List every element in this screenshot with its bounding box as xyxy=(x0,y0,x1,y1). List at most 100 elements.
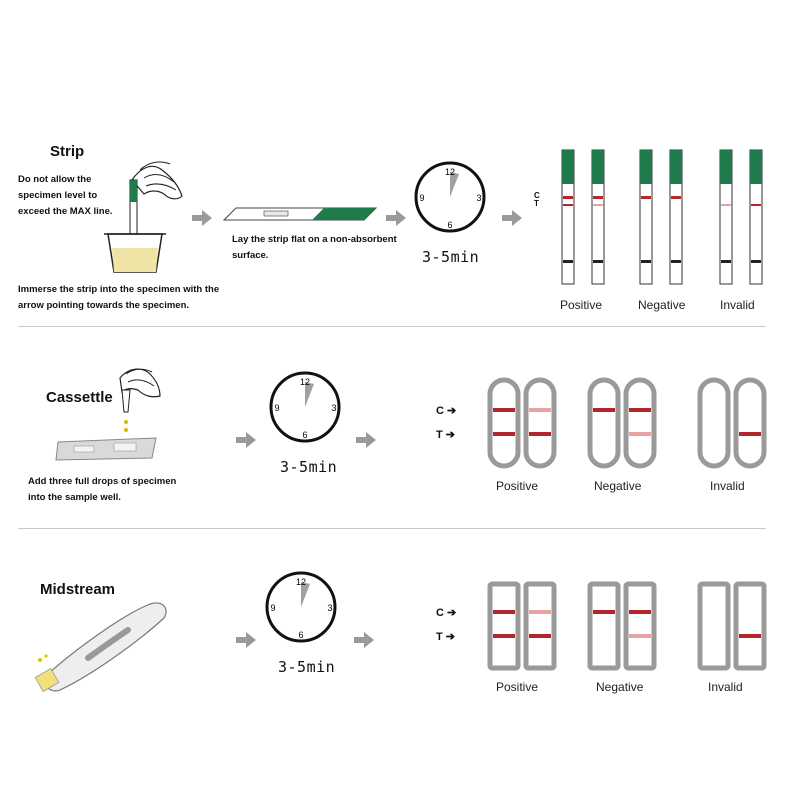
arrow-right-icon xyxy=(236,432,256,448)
midstream-result-invalid: Invalid xyxy=(708,680,743,694)
result-c-line xyxy=(493,408,515,412)
midstream-window xyxy=(623,581,657,671)
strip-time-label: 3-5min xyxy=(422,248,480,266)
strip-c-line xyxy=(641,196,651,199)
strip-t-line xyxy=(751,204,761,206)
section-divider xyxy=(18,326,766,327)
result-c-line xyxy=(593,408,615,412)
result-c-line xyxy=(629,610,651,614)
strip-handle xyxy=(562,150,574,184)
strip-handle xyxy=(720,150,732,184)
arrow-right-icon xyxy=(356,432,376,448)
midstream-t-label: T ➔ xyxy=(436,631,456,643)
result-t-line xyxy=(493,634,515,638)
cassette-window xyxy=(733,377,767,469)
cassette-window xyxy=(697,377,731,469)
cassette-dropper-illustration xyxy=(55,368,161,461)
clock-icon: 12 3 6 9 xyxy=(265,571,337,643)
arrow-right-icon xyxy=(236,632,256,648)
cassette-c-label: C ➔ xyxy=(436,405,457,417)
strip-handle xyxy=(592,150,604,184)
cassette-title: Cassettle xyxy=(46,389,113,406)
strip-max-line xyxy=(641,260,651,263)
cassette-window xyxy=(487,377,521,469)
strip-max-line xyxy=(593,260,603,263)
svg-text:12: 12 xyxy=(296,577,306,587)
strip-c-line xyxy=(593,196,603,199)
strip-t-line xyxy=(593,204,603,206)
strip-results-illustration xyxy=(561,149,763,285)
svg-text:6: 6 xyxy=(298,630,303,640)
clock-icon: 12 3 6 9 xyxy=(269,371,341,443)
svg-text:3: 3 xyxy=(327,603,332,613)
strip-handle xyxy=(750,150,762,184)
midstream-results-illustration xyxy=(487,581,767,671)
midstream-device-illustration xyxy=(34,602,167,692)
svg-text:3: 3 xyxy=(331,403,336,413)
svg-text:3: 3 xyxy=(476,193,481,203)
arrow-right-icon xyxy=(386,210,406,226)
result-t-line xyxy=(629,432,651,436)
arrow-right-icon xyxy=(502,210,522,226)
midstream-c-label: C ➔ xyxy=(436,607,457,619)
strip-c-line xyxy=(563,196,573,199)
strip-handle xyxy=(640,150,652,184)
midstream-time-label: 3-5min xyxy=(278,658,336,676)
midstream-result-negative: Negative xyxy=(596,680,644,694)
midstream-result-positive: Positive xyxy=(496,680,539,694)
flat-strip-illustration xyxy=(222,207,378,221)
result-t-line xyxy=(529,432,551,436)
svg-text:9: 9 xyxy=(274,403,279,413)
result-t-line xyxy=(629,634,651,638)
strip-c-line xyxy=(671,196,681,199)
result-c-line xyxy=(593,610,615,614)
cassette-window xyxy=(587,377,621,469)
midstream-title: Midstream xyxy=(40,581,116,598)
strip-max-line xyxy=(671,260,681,263)
clock-icon: 12 3 6 9 xyxy=(414,161,486,233)
strip-note-flat: Lay the strip flat on a non-absorbent su… xyxy=(232,234,397,261)
midstream-window xyxy=(587,581,621,671)
result-c-line xyxy=(493,610,515,614)
cassette-result-negative: Negative xyxy=(594,479,642,493)
strip-note-left: Do not allow the specimen level to excee… xyxy=(18,174,113,217)
cassette-result-positive: Positive xyxy=(496,479,539,493)
svg-text:9: 9 xyxy=(270,603,275,613)
strip-max-line xyxy=(721,260,731,263)
arrow-right-icon xyxy=(354,632,374,648)
strip-result-invalid: Invalid xyxy=(720,298,755,312)
cassette-t-label: T ➔ xyxy=(436,429,456,441)
strip-title: Strip xyxy=(50,143,85,160)
cassette-result-invalid: Invalid xyxy=(710,479,745,493)
svg-text:12: 12 xyxy=(445,167,455,177)
result-t-line xyxy=(739,634,761,638)
result-c-line xyxy=(529,610,551,614)
cassette-results-illustration xyxy=(487,377,767,469)
result-t-line xyxy=(493,432,515,436)
svg-text:6: 6 xyxy=(302,430,307,440)
svg-text:12: 12 xyxy=(300,377,310,387)
cassette-time-label: 3-5min xyxy=(280,458,338,476)
strip-result-negative: Negative xyxy=(638,298,686,312)
section-divider xyxy=(18,528,766,529)
midstream-window xyxy=(733,581,767,671)
result-c-line xyxy=(629,408,651,412)
cassette-note: Add three full drops of specimen into th… xyxy=(28,476,177,503)
strip-immersion-illustration xyxy=(104,161,183,273)
cassette-window xyxy=(523,377,557,469)
midstream-window xyxy=(697,581,731,671)
midstream-window xyxy=(523,581,557,671)
strip-ct-labels: C T xyxy=(534,191,540,208)
strip-t-line xyxy=(721,204,731,206)
result-t-line xyxy=(529,634,551,638)
strip-note-bottom: Immerse the strip into the specimen with… xyxy=(18,284,220,311)
svg-text:6: 6 xyxy=(447,220,452,230)
midstream-window xyxy=(487,581,521,671)
strip-handle xyxy=(670,150,682,184)
arrow-right-icon xyxy=(192,210,212,226)
strip-t-line xyxy=(563,204,573,206)
strip-result-positive: Positive xyxy=(560,298,603,312)
cassette-window xyxy=(623,377,657,469)
result-t-line xyxy=(739,432,761,436)
strip-max-line xyxy=(563,260,573,263)
